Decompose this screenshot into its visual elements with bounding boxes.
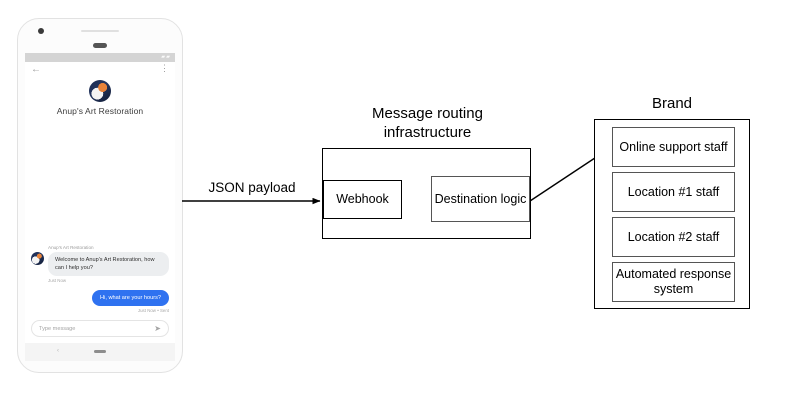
overflow-menu-icon[interactable]: ⋮ [160,63,169,73]
incoming-message-bubble: Welcome to Anup's Art Restoration, how c… [48,252,169,276]
brand-name-label: Anup's Art Restoration [56,106,144,116]
phone-earpiece [93,43,107,48]
sender-avatar [31,252,44,265]
send-icon[interactable]: ➤ [154,323,161,333]
conversation-header: Anup's Art Restoration [25,78,175,116]
outgoing-message-status: Just Now • Sent [137,308,169,313]
message-composer[interactable]: Type message ➤ [31,320,169,337]
brand-item-location-2-staff[interactable]: Location #2 staff [612,217,735,257]
outgoing-message-row: Hi, what are your hours? [31,290,169,306]
signal-battery-icon: ▰▰ [161,54,171,60]
android-nav-bar: ‹ [25,343,175,361]
nav-home-icon[interactable] [94,350,106,353]
brand-avatar [89,80,111,102]
back-arrow-icon[interactable]: ← [31,64,41,75]
message-thread: Anup's Art Restoration Welcome to Anup's… [25,116,175,315]
destination-logic-box[interactable]: Destination logic [431,176,530,222]
phone-screen: ▰▰ ← ⋮ Anup's Art Restoration Anup's Art… [25,53,175,343]
nav-back-icon[interactable]: ‹ [57,348,59,354]
app-bar: ← ⋮ [25,62,175,78]
incoming-message-row: Welcome to Anup's Art Restoration, how c… [31,252,169,276]
brand-item-online-support-staff[interactable]: Online support staff [612,127,735,167]
json-payload-label: JSON payload [208,180,296,195]
phone-mockup: ▰▰ ← ⋮ Anup's Art Restoration Anup's Art… [17,18,183,373]
phone-speaker-grille [81,30,119,32]
message-sender-label: Anup's Art Restoration [48,245,94,250]
brand-title: Brand [651,95,693,112]
outgoing-message-bubble: Hi, what are your hours? [92,290,169,306]
brand-item-automated-response-system[interactable]: Automated response system [612,262,735,302]
front-camera-icon [38,28,44,34]
incoming-message-timestamp: Just Now [48,278,67,283]
status-bar: ▰▰ [25,53,175,62]
message-input[interactable]: Type message [39,325,76,332]
webhook-box[interactable]: Webhook [323,180,402,219]
routing-infrastructure-title: Message routing infrastructure [372,105,483,141]
brand-item-location-1-staff[interactable]: Location #1 staff [612,172,735,212]
